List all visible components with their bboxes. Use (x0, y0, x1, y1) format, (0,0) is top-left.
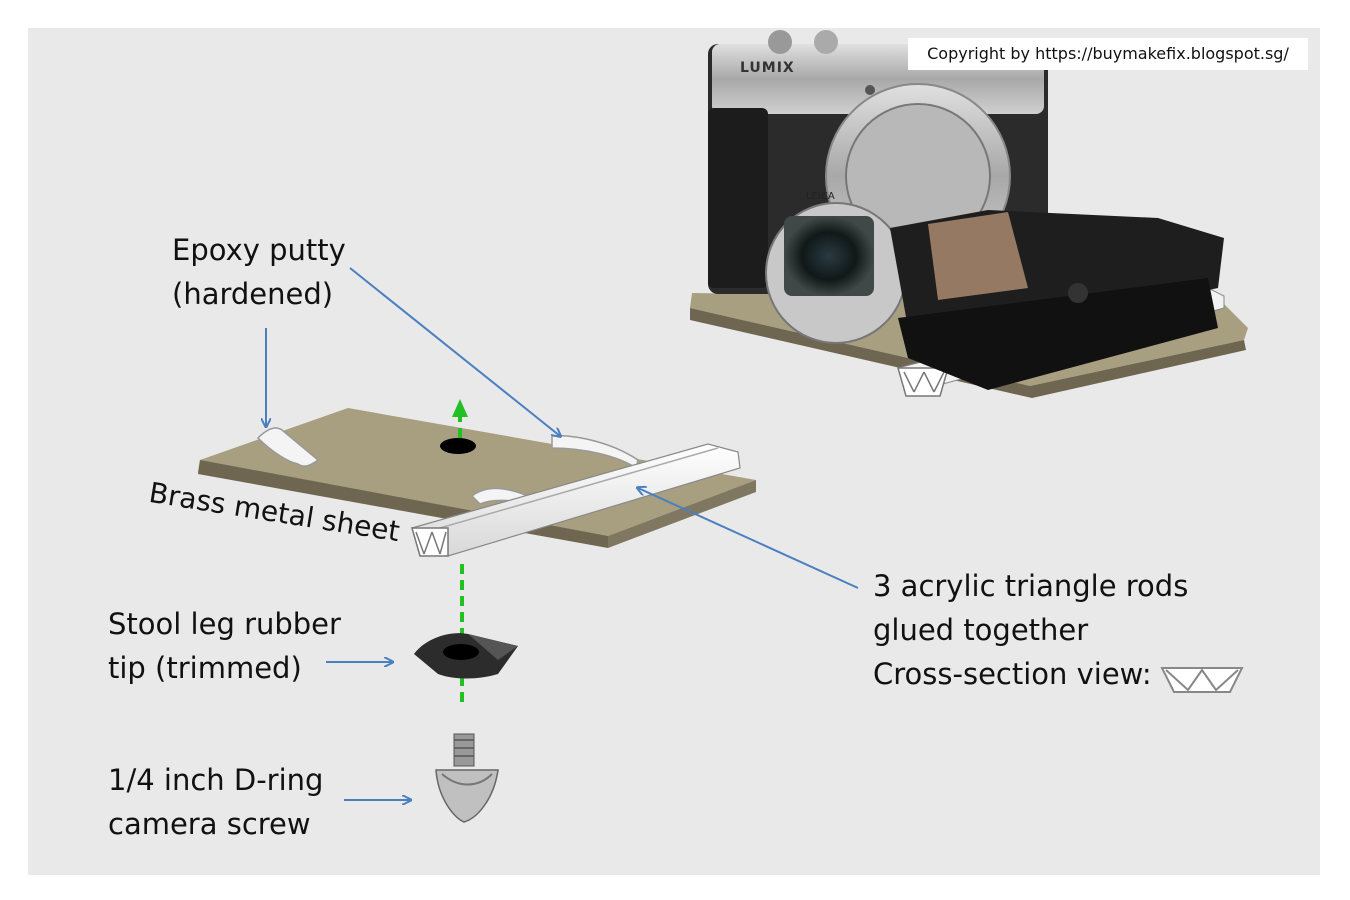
screw-thread (453, 733, 475, 767)
label-rods-line1: 3 acrylic triangle rods (873, 569, 1189, 603)
red-dot-sight-mount (898, 278, 1218, 390)
brass-plate-assembly (198, 408, 756, 557)
rubber-tip-hole (443, 644, 479, 660)
acrylic-rod-end-triangles (415, 531, 447, 555)
label-epoxy-line1: Epoxy putty (172, 233, 346, 267)
screw-d-ring (435, 769, 499, 823)
brass-plate-side-edge (608, 480, 756, 548)
camera-dial-2 (814, 30, 838, 54)
acrylic-rod-ridge (425, 447, 719, 533)
lens-brand-text: LEICA (806, 191, 835, 202)
epoxy-putty-left (256, 427, 320, 467)
screw-thread-lines (454, 739, 474, 757)
label-epoxy-line2: (hardened) (172, 277, 334, 311)
camera-rail-end (897, 367, 949, 397)
label-epoxy-putty: Epoxy putty (hardened) (172, 228, 346, 316)
label-rods-line2: glued together (873, 613, 1089, 647)
camera-lens-glass (784, 216, 874, 296)
brass-plate-hole (440, 438, 476, 454)
label-screw-line2: camera screw (108, 807, 311, 841)
arrow-acrylic-rods (638, 488, 859, 589)
label-rods-line3: Cross-section view: (873, 657, 1152, 691)
camera-base-plate-edge (690, 308, 1246, 398)
label-rubber-line1: Stool leg rubber (108, 607, 341, 641)
label-rubber-tip: Stool leg rubber tip (trimmed) (108, 602, 341, 690)
arrow-epoxy-right (349, 267, 560, 436)
copyright-notice: Copyright by https://buymakefix.blogspot… (908, 38, 1308, 70)
label-rubber-line2: tip (trimmed) (108, 651, 302, 685)
diagram-artwork (198, 30, 1248, 823)
cross-section-icon (1160, 667, 1244, 693)
rubber-tip-illustration (414, 633, 518, 679)
label-d-ring-screw: 1/4 inch D-ring camera screw (108, 758, 323, 846)
camera-grip (708, 108, 768, 288)
camera-brand-text: LUMIX (740, 60, 795, 76)
label-acrylic-rods: 3 acrylic triangle rods glued together C… (873, 564, 1188, 696)
camera-sensor-dot (865, 85, 875, 95)
diagram-canvas: LUMIX LEICA Copyright by https://buymake… (28, 28, 1320, 875)
camera-dial (768, 30, 792, 54)
label-screw-line1: 1/4 inch D-ring (108, 763, 324, 797)
red-dot-sight-knob (1068, 283, 1088, 303)
rubber-tip-highlight (468, 634, 518, 660)
camera-assembly-illustration (690, 30, 1248, 398)
screw-d-ring-inner (441, 773, 493, 786)
red-dot-sight-glass (928, 212, 1028, 300)
d-ring-screw-illustration (435, 733, 499, 823)
camera-rail-triangles (903, 371, 945, 393)
acrylic-rod-end (411, 527, 449, 557)
